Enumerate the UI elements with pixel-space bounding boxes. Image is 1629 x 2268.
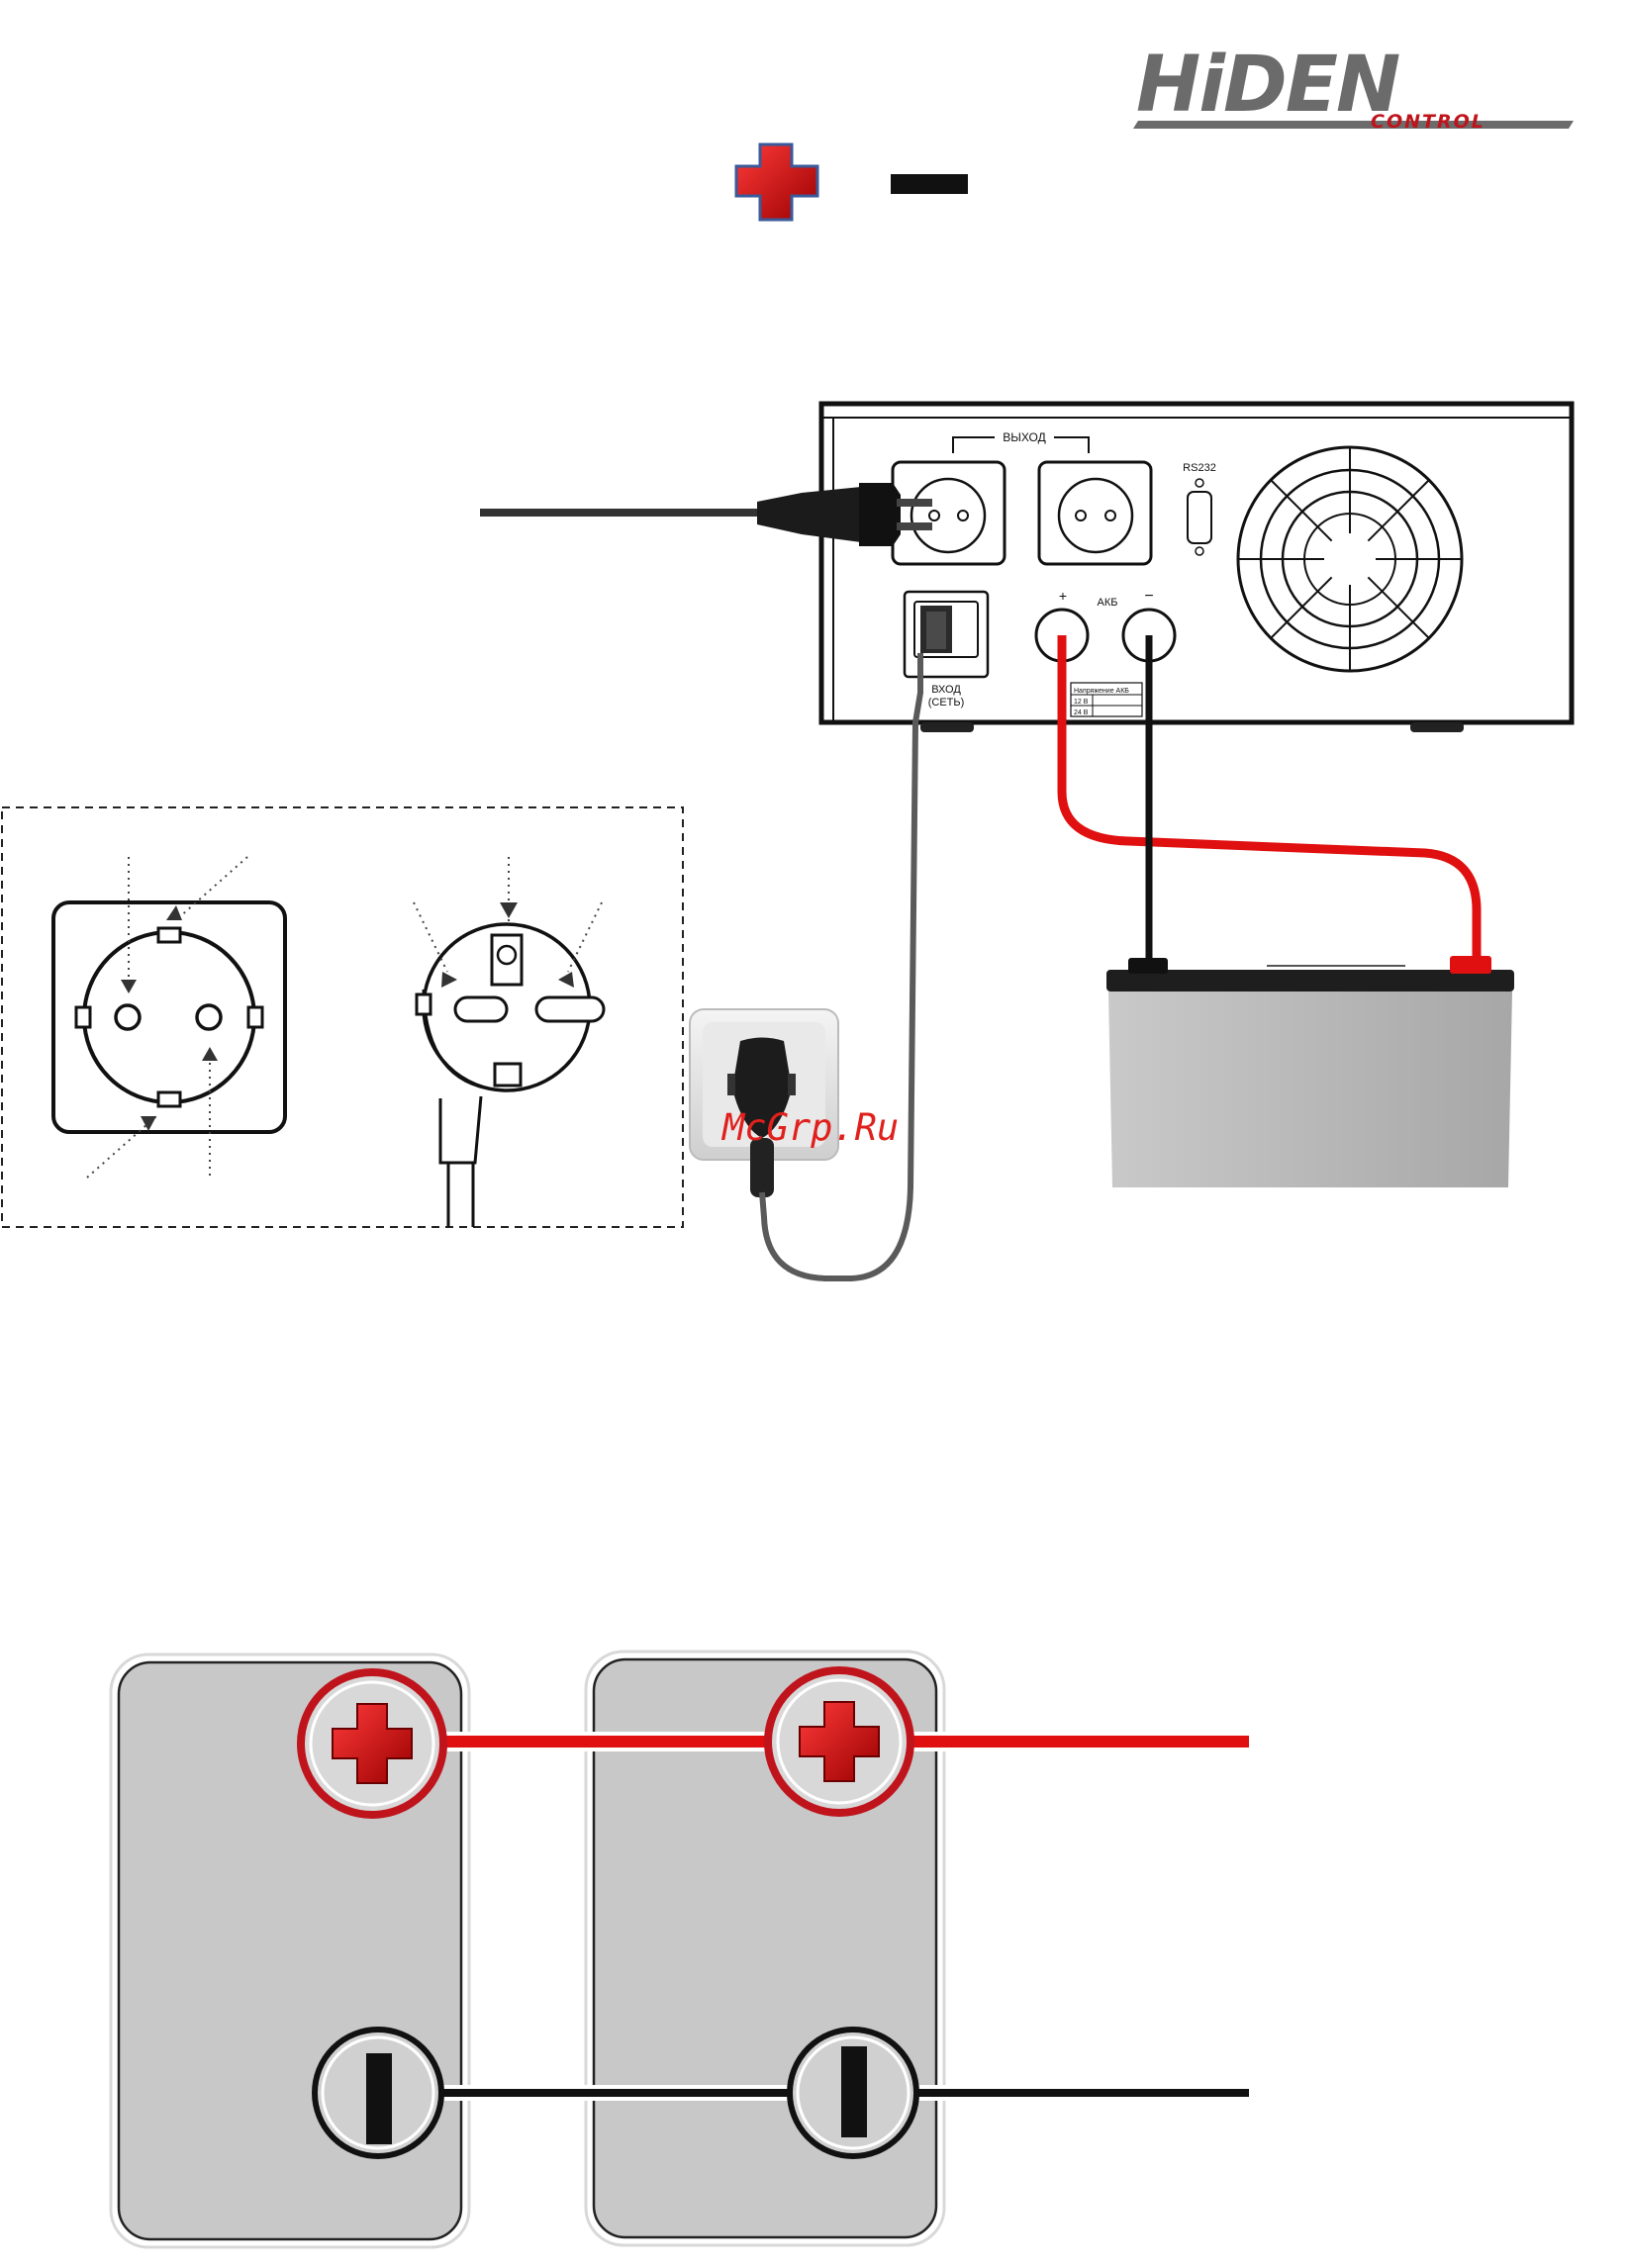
brand-name: HiDEN	[1136, 41, 1399, 130]
output-socket-1	[893, 462, 1005, 564]
output-plug	[480, 483, 932, 546]
battery-block	[1106, 956, 1514, 1187]
battery-2-positive-terminal-icon	[768, 1670, 910, 1813]
rs232-label: RS232	[1183, 462, 1216, 474]
parallel-batteries-diagram	[111, 1652, 1251, 2247]
ac-input-connector	[905, 592, 988, 677]
battery-label: АКБ	[1098, 597, 1118, 609]
battery-2-negative-terminal-icon	[790, 2030, 916, 2156]
voltage-table-title: Напряжение АКБ	[1074, 688, 1129, 695]
input-label-line1: ВХОД	[931, 684, 961, 696]
output-label: ВЫХОД	[1003, 430, 1045, 444]
brand-logo: HiDEN CONTROL	[1133, 41, 1574, 133]
socket-detail-inset	[2, 807, 683, 1227]
schuko-socket-drawing	[53, 857, 285, 1178]
polarity-legend	[736, 144, 968, 220]
plus-symbol-icon	[736, 144, 817, 220]
battery-plus-mark: +	[1059, 588, 1067, 604]
minus-symbol-icon	[891, 174, 968, 194]
inverter-rear-panel: ВЫХОД RS232	[821, 404, 1572, 732]
voltage-table-row-1: 12 В	[1074, 699, 1089, 706]
battery-minus-mark: −	[1144, 588, 1153, 605]
cooling-fan-icon	[1238, 447, 1462, 671]
voltage-table: Напряжение АКБ 12 В 24 В	[1071, 683, 1142, 716]
battery-1-positive-terminal-icon	[301, 1672, 443, 1815]
output-socket-2	[1039, 462, 1151, 564]
brand-subtitle: CONTROL	[1371, 111, 1485, 133]
input-label-line2: (СЕТЬ)	[928, 697, 965, 709]
watermark-text: McGrp.Ru	[720, 1106, 899, 1149]
voltage-table-row-2: 24 В	[1074, 709, 1089, 716]
wall-socket	[690, 1009, 838, 1197]
input-power-cable	[762, 653, 920, 1278]
battery-1-negative-terminal-icon	[315, 2030, 441, 2156]
